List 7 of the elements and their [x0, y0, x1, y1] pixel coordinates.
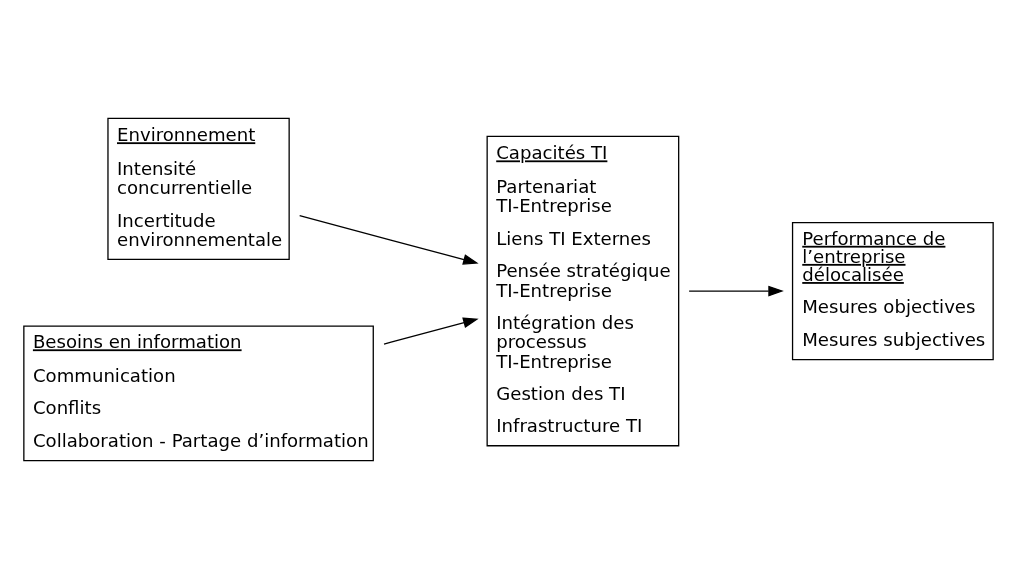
arrow — [383, 316, 479, 345]
node-box: Besoins en information Communication Conflits Collaboration - Partage d’information — [23, 324, 374, 461]
node-box: Performance de l’entreprise délocalisée Mesures objectives Mesures subjectives — [791, 221, 994, 360]
node-box: Environnement Intensité concurrentielle Incertitude environnementale — [107, 117, 290, 260]
arrow — [299, 214, 479, 265]
arrow — [688, 285, 784, 297]
node-box: Capacités TI Partenariat TI-Entreprise Liens TI Externes Pensée stratégique TI-Entreprise Intégration des processus TI-Entreprise Gestion des TI Infrastructure TI — [486, 135, 680, 446]
